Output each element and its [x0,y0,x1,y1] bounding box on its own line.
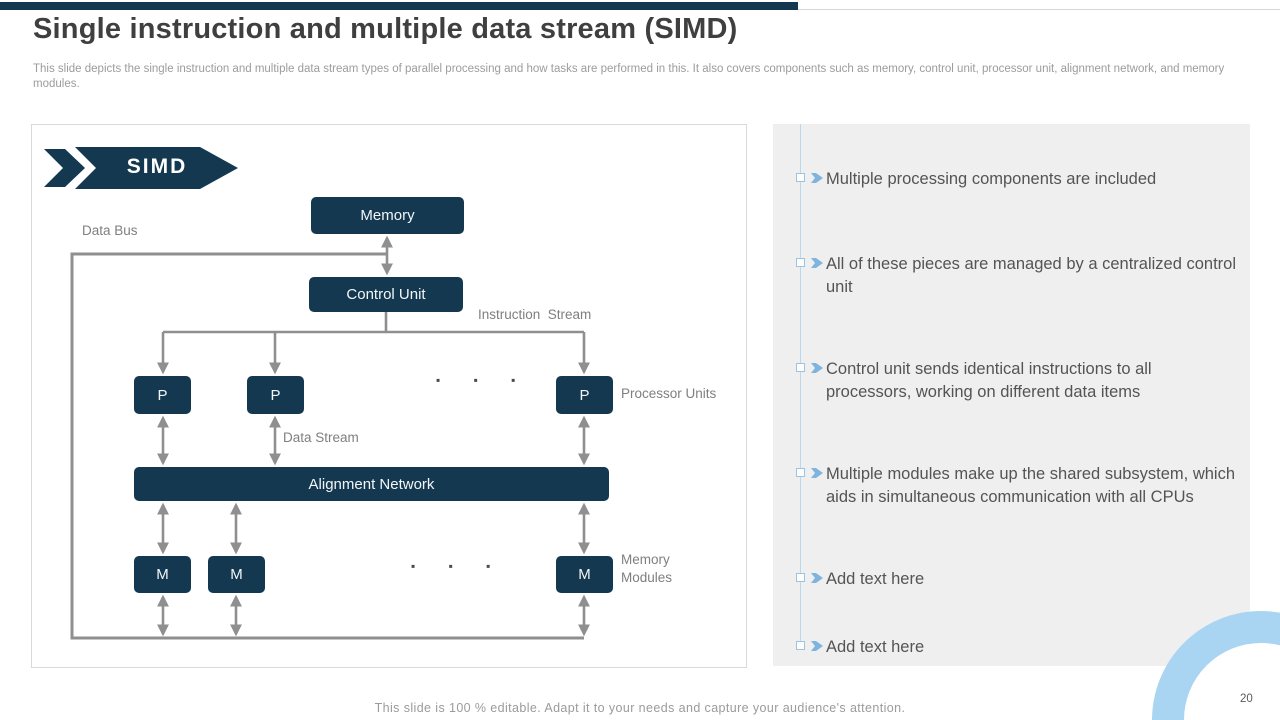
simd-banner: SIMD [44,147,240,189]
bullet-text: Multiple modules make up the shared subs… [826,465,1236,506]
bullet-chevron-icon [811,363,823,373]
bullet-square-marker [796,363,805,372]
memory-node: Memory [311,197,464,234]
bullet-text: Multiple processing components are inclu… [826,170,1157,188]
simd-diagram-panel: SIMD Memory Control Unit P P P Alignment… [31,124,747,668]
top-divider-line [798,9,1280,10]
bullet-chevron-icon [811,173,823,183]
memory-module-node-3: M [556,556,613,593]
bullet-chevron-icon [811,258,823,268]
bullet-item: Add text here [773,568,1243,591]
bullet-square-marker [796,173,805,182]
processor-ellipsis: ▪ ▪ ▪ [436,373,531,387]
bullet-text: Add text here [826,638,925,656]
alignment-network-node: Alignment Network [134,467,609,501]
banner-arrow-shape [44,147,238,189]
memory-modules-label: Memory Modules [621,552,673,585]
bullet-item: Control unit sends identical instruction… [773,358,1243,403]
bullet-item: All of these pieces are managed by a cen… [773,253,1243,298]
bullet-square-marker [796,258,805,267]
page-number: 20 [1240,693,1253,705]
page-title: Single instruction and multiple data str… [33,13,738,45]
memory-module-node-1: M [134,556,191,593]
bullet-panel: Multiple processing components are inclu… [773,124,1250,666]
bullet-text: Control unit sends identical instruction… [826,360,1152,401]
processor-node-1: P [134,376,191,414]
bullet-chevron-icon [811,573,823,583]
bullet-item: Multiple processing components are inclu… [773,168,1243,191]
bullet-item: Multiple modules make up the shared subs… [773,463,1243,508]
bullet-chevron-icon [811,468,823,478]
processor-units-label: Processor Units [621,386,717,401]
processor-node-3: P [556,376,613,414]
bullet-item: Add text here [773,636,1243,659]
top-accent-bar [0,2,798,10]
bullet-square-marker [796,468,805,477]
data-stream-label: Data Stream [283,430,359,445]
bullet-text: All of these pieces are managed by a cen… [826,255,1236,296]
bullet-chevron-icon [811,641,823,651]
page-subtitle: This slide depicts the single instructio… [33,63,1225,90]
memory-ellipsis: ▪ ▪ ▪ [411,559,506,573]
bullet-text: Add text here [826,570,925,588]
data-bus-label: Data Bus [82,223,138,238]
control-unit-node: Control Unit [309,277,463,312]
footer-note: This slide is 100 % editable. Adapt it t… [374,701,906,715]
banner-label: SIMD [126,155,188,178]
diagram-connectors [70,235,590,640]
bullet-connector-line [800,124,801,648]
bullet-square-marker [796,641,805,650]
memory-module-node-2: M [208,556,265,593]
processor-node-2: P [247,376,304,414]
instruction-stream-label: Instruction Stream [478,307,592,322]
ring-decoration [1152,611,1280,720]
bullet-square-marker [796,573,805,582]
